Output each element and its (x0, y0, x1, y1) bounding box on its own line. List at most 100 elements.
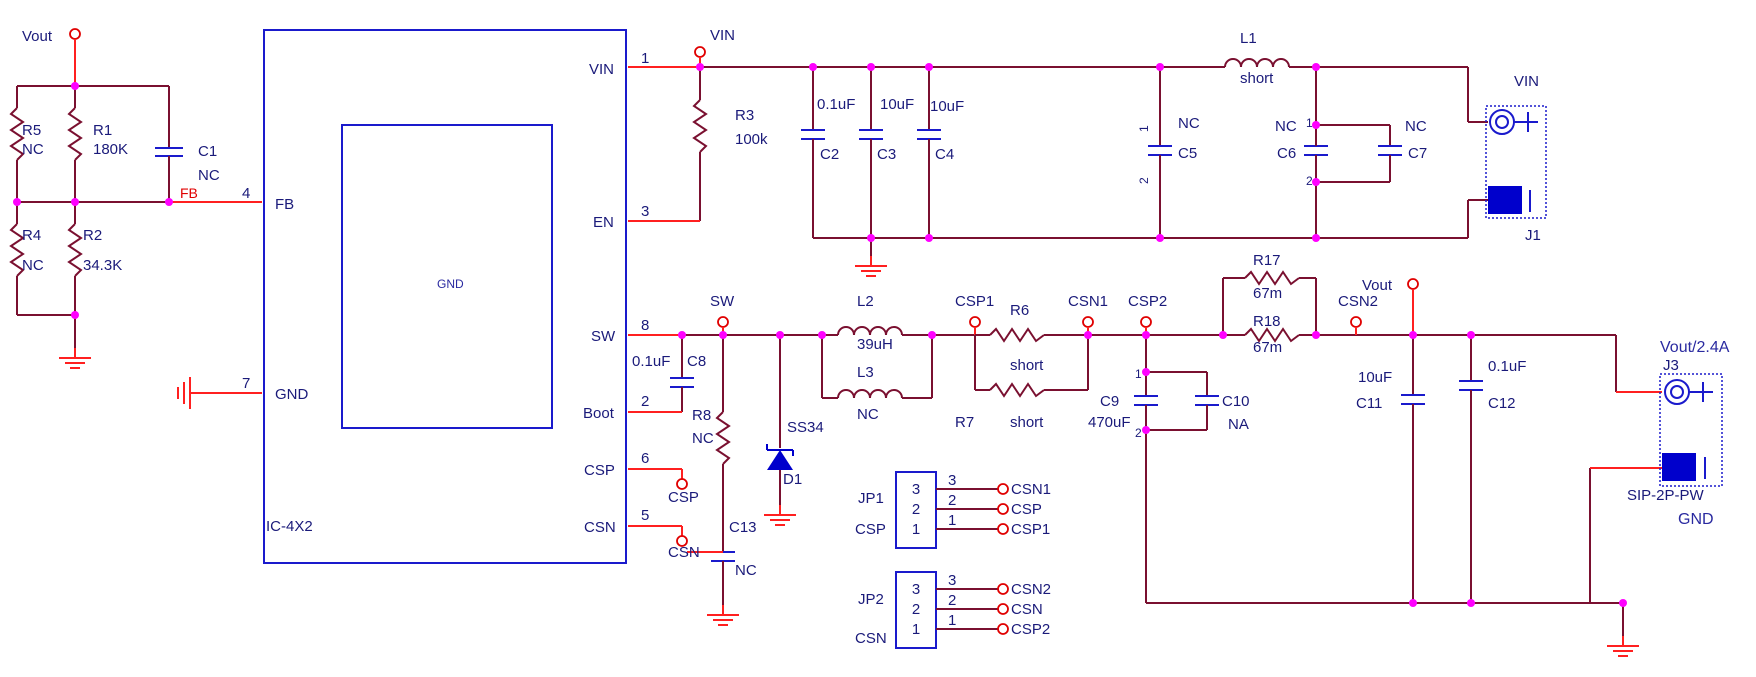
pin-6-num: 6 (641, 450, 649, 467)
svg-text:short: short (1240, 70, 1274, 87)
svg-text:3: 3 (948, 472, 956, 489)
svg-text:C2: C2 (820, 146, 839, 163)
svg-text:CSN1: CSN1 (1011, 481, 1051, 498)
svg-text:CSP2: CSP2 (1011, 621, 1050, 638)
svg-text:L2: L2 (857, 293, 874, 310)
svg-text:2: 2 (912, 601, 920, 618)
vout-label-out: Vout (1362, 277, 1393, 294)
svg-text:100k: 100k (735, 131, 768, 148)
ic-body-label: GND (437, 277, 464, 291)
svg-text:CSP: CSP (855, 521, 886, 538)
pin-en-name: EN (593, 214, 614, 231)
r1-resistor (67, 107, 83, 161)
svg-text:R3: R3 (735, 107, 754, 124)
svg-text:1: 1 (1135, 367, 1142, 381)
d1-diode (767, 450, 793, 470)
ic-4x2: GND IC-4X2 VIN EN FB GND SW Boot CSP CSN… (242, 29, 649, 564)
j3-ref: J3 (1663, 357, 1679, 374)
r17-resistor (1244, 270, 1300, 286)
svg-text:180K: 180K (93, 141, 128, 158)
svg-text:1: 1 (948, 612, 956, 629)
svg-text:34.3K: 34.3K (83, 257, 122, 274)
j3-top-label: Vout/2.4A (1660, 339, 1730, 356)
svg-text:0.1uF: 0.1uF (632, 353, 670, 370)
svg-text:39uH: 39uH (857, 336, 893, 353)
svg-text:2: 2 (948, 492, 956, 509)
svg-text:NC: NC (735, 562, 757, 579)
jumper-jp2: 3 2 1 JP2 CSN 3 2 1 CSN2 CSN CSP2 (855, 571, 1051, 649)
svg-text:short: short (1010, 357, 1044, 374)
svg-text:short: short (1010, 414, 1044, 431)
j3-bottom-label: GND (1678, 511, 1714, 528)
svg-text:NC: NC (1275, 118, 1297, 135)
svg-text:NC: NC (22, 257, 44, 274)
svg-text:D1: D1 (783, 471, 802, 488)
pin-1-num: 1 (641, 50, 649, 67)
svg-text:67m: 67m (1253, 339, 1282, 356)
svg-text:C3: C3 (877, 146, 896, 163)
svg-text:CSP: CSP (668, 489, 699, 506)
svg-text:C4: C4 (935, 146, 954, 163)
sw-net-label: SW (710, 293, 735, 310)
svg-text:NC: NC (198, 167, 220, 184)
vout-terminal-top (69, 28, 81, 40)
ic-gnd-connection (177, 377, 262, 409)
svg-text:NC: NC (22, 141, 44, 158)
svg-text:1: 1 (912, 621, 920, 638)
svg-text:C11: C11 (1356, 395, 1382, 412)
svg-text:67m: 67m (1253, 285, 1282, 302)
r7-resistor (989, 382, 1045, 398)
svg-text:3: 3 (912, 581, 920, 598)
svg-text:NC: NC (1405, 118, 1427, 135)
svg-text:R5: R5 (22, 122, 41, 139)
svg-text:3: 3 (912, 481, 920, 498)
pin-2-num: 2 (641, 393, 649, 410)
svg-text:2: 2 (948, 592, 956, 609)
svg-text:CSN: CSN (1011, 601, 1043, 618)
svg-text:CSN: CSN (668, 544, 700, 561)
svg-text:1: 1 (912, 521, 920, 538)
feedback-network: Vout R5 NC R1 180K (9, 28, 262, 369)
svg-text:CSN2: CSN2 (1011, 581, 1051, 598)
pin-3-num: 3 (641, 203, 649, 220)
svg-text:L3: L3 (857, 364, 874, 381)
ic-ref: IC-4X2 (266, 518, 313, 535)
svg-text:C13: C13 (729, 519, 757, 536)
svg-text:470uF: 470uF (1088, 414, 1131, 431)
pin-4-num: 4 (242, 185, 250, 202)
r6-resistor (989, 327, 1045, 343)
ground-icon-c13 (706, 604, 740, 626)
svg-text:R7: R7 (955, 414, 974, 431)
svg-text:R6: R6 (1010, 302, 1029, 319)
r3-resistor (692, 99, 708, 153)
svg-text:CSN2: CSN2 (1338, 293, 1378, 310)
svg-text:CSP2: CSP2 (1128, 293, 1167, 310)
svg-text:NC: NC (857, 406, 879, 423)
pin-csn-name: CSN (584, 519, 616, 536)
svg-text:R4: R4 (22, 227, 41, 244)
ground-icon-out (1606, 635, 1640, 657)
pin-gnd-name: GND (275, 386, 309, 403)
svg-text:2: 2 (1137, 177, 1151, 184)
svg-text:C6: C6 (1277, 145, 1296, 162)
svg-text:C10: C10 (1222, 393, 1250, 410)
j1-label: VIN (1514, 73, 1539, 90)
svg-text:R17: R17 (1253, 252, 1281, 269)
svg-text:C8: C8 (687, 353, 706, 370)
svg-text:CSN: CSN (855, 630, 887, 647)
pin-sw-name: SW (591, 328, 616, 345)
l3-inductor (837, 389, 903, 399)
output-section: SW 0.1uF C8 R8 NC C13 NC CSP CSN (628, 252, 1730, 657)
pin-boot-name: Boot (583, 405, 615, 422)
svg-text:CSP: CSP (1011, 501, 1042, 518)
svg-text:NA: NA (1228, 416, 1249, 433)
svg-text:C5: C5 (1178, 145, 1197, 162)
svg-text:2: 2 (912, 501, 920, 518)
pin-vin-name: VIN (589, 61, 614, 78)
svg-text:2: 2 (1135, 426, 1142, 440)
vout-label-top: Vout (22, 28, 53, 45)
svg-text:CSP1: CSP1 (1011, 521, 1050, 538)
pin-7-num: 7 (242, 375, 250, 392)
